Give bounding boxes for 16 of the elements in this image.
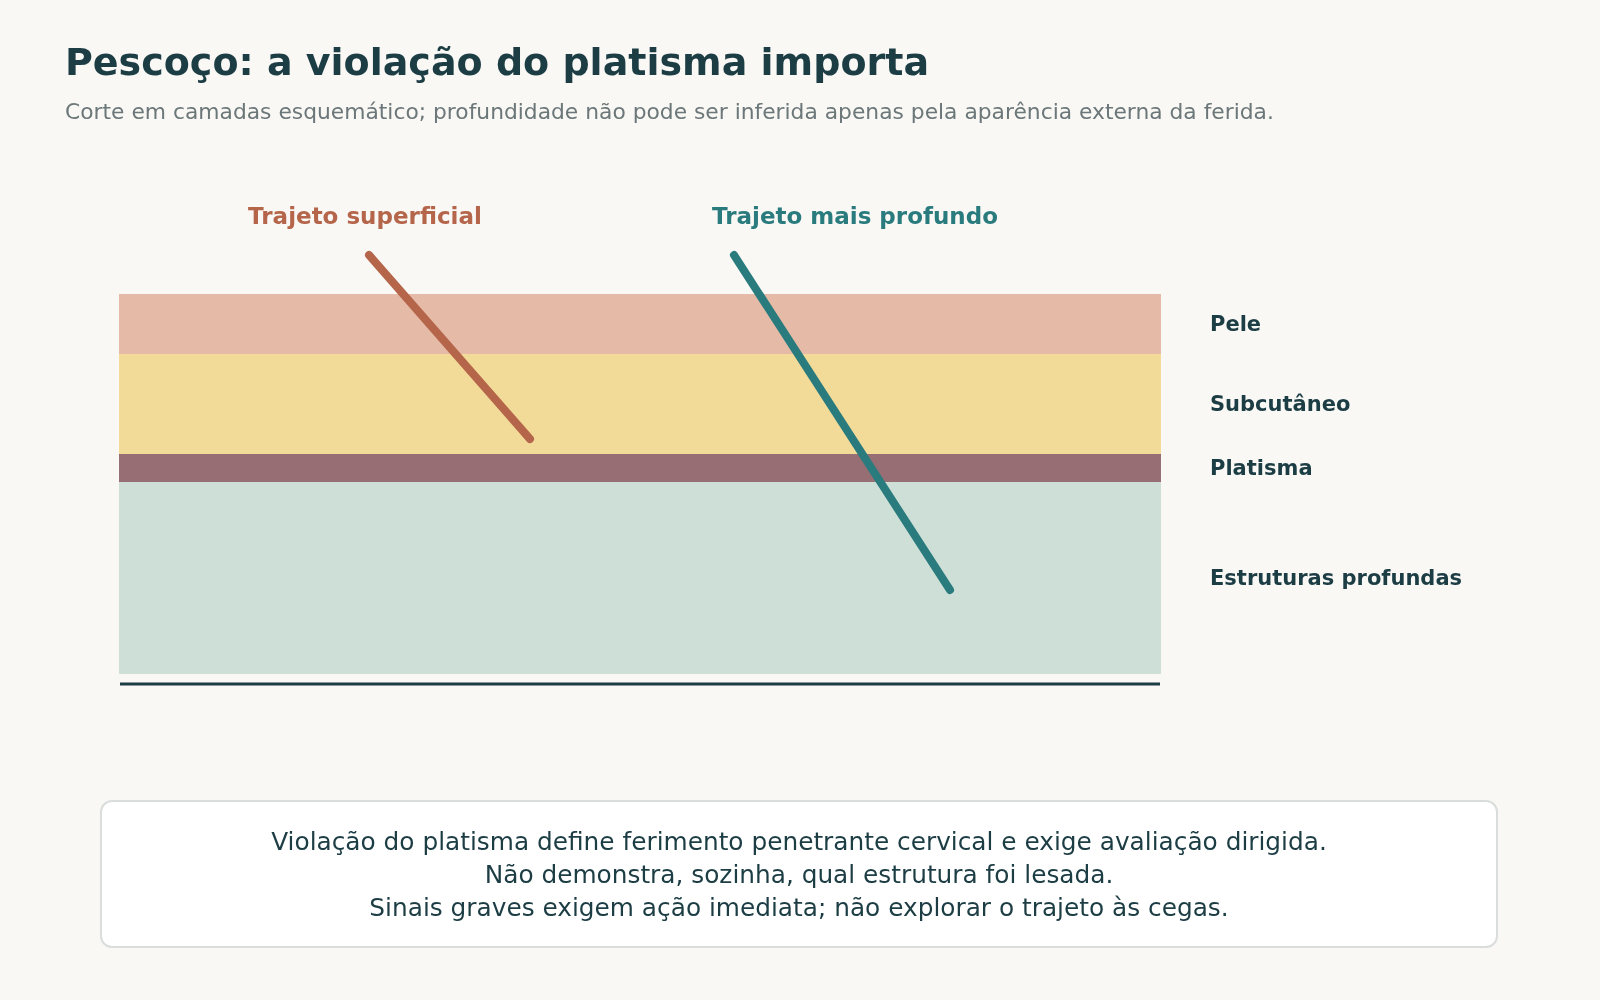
diagram-title: Pescoço: a violação do platisma importa <box>65 40 930 84</box>
layer-label: Pele <box>1210 312 1262 336</box>
tissue-layer <box>119 354 1161 454</box>
subtitle: Corte em camadas esquemático; profundidade não pode ser inferida apenas pela aparência externa da ferida. <box>65 99 1274 124</box>
note-text: Violação do platisma define ferimento penetrante cervical e exige avaliação dirigida. <box>271 825 1327 858</box>
path-label: Trajeto superficial <box>248 203 482 229</box>
layer-label: Subcutâneo <box>1210 392 1351 416</box>
note-text: Não demonstra, sozinha, qual estrutura foi lesada. <box>484 858 1114 891</box>
tissue-layer <box>119 482 1161 674</box>
layer-label: Platisma <box>1210 456 1313 480</box>
tissue-layer <box>119 454 1161 482</box>
path-label: Trajeto mais profundo <box>712 203 998 229</box>
note-box <box>100 800 1498 948</box>
layer-label: Estruturas profundas <box>1210 566 1463 590</box>
note-text: Sinais graves exigem ação imediata; não explorar o trajeto às cegas. <box>369 891 1229 924</box>
tissue-layer <box>119 294 1161 354</box>
